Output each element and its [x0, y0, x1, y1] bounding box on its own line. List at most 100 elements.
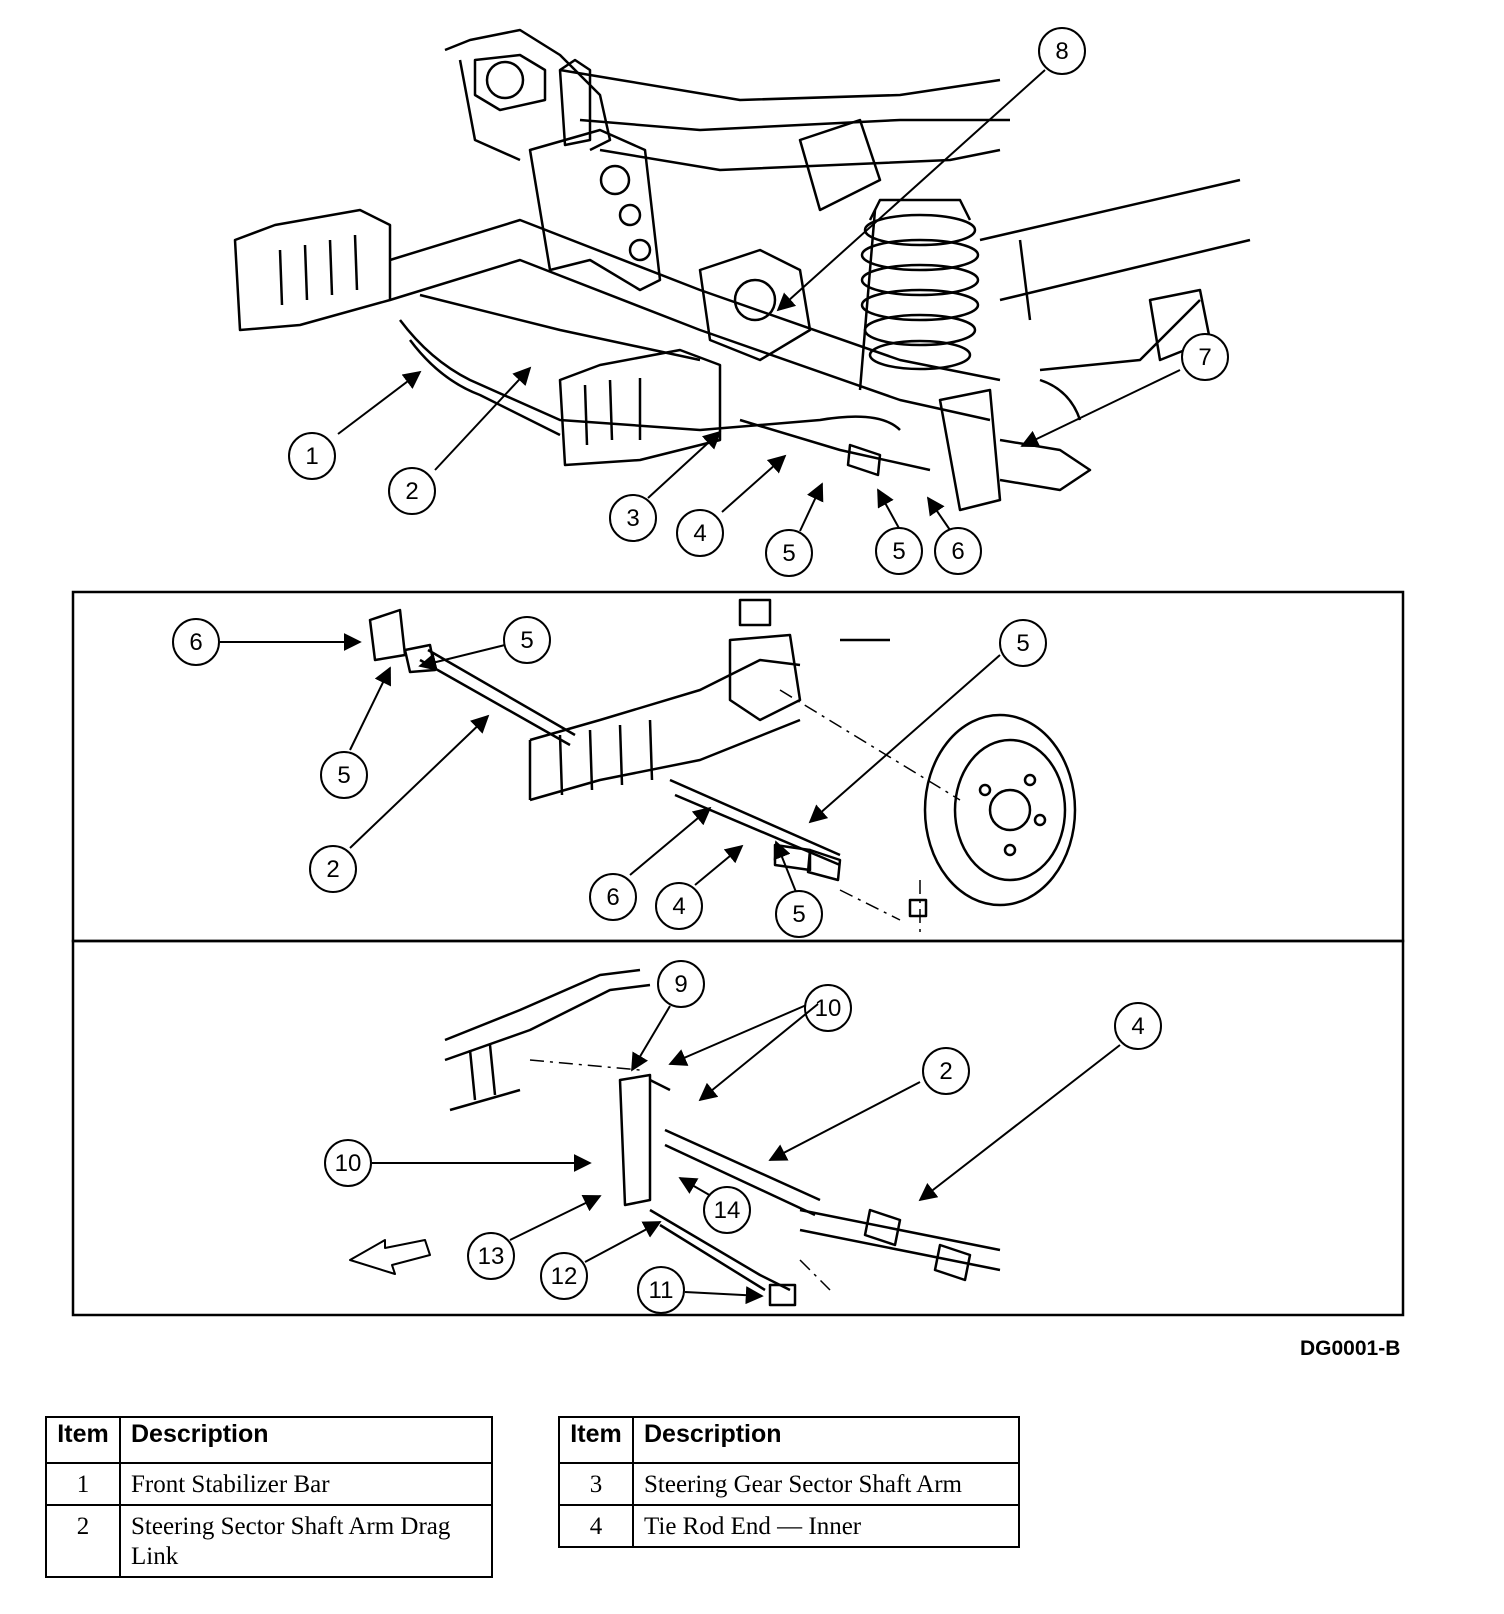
table-row: 2 Steering Sector Shaft Arm Drag Link [45, 1504, 493, 1578]
leader-line [877, 488, 901, 531]
callout-circle [804, 984, 852, 1032]
callout-number: 10 [815, 995, 842, 1022]
callout-bottom-10: 10 [324, 1139, 592, 1187]
callout-circle [320, 751, 368, 799]
callout-circle [934, 527, 982, 575]
callout-bottom-10: 10 [668, 984, 852, 1066]
leader-line [337, 370, 422, 435]
callout-middle-5: 5 [418, 616, 551, 671]
leader-line [418, 644, 506, 671]
callout-bottom-4: 4 [918, 1002, 1162, 1202]
leader-line [629, 806, 712, 876]
callout-middle-4: 4 [655, 844, 744, 930]
callout-number: 5 [520, 627, 533, 654]
callout-number: 2 [326, 856, 339, 883]
callout-circle [609, 494, 657, 542]
description-header: Description [119, 1416, 493, 1464]
figure-code: DG0001-B [1300, 1337, 1401, 1360]
callout-number: 13 [478, 1243, 505, 1270]
callout-top-5: 5 [765, 482, 824, 577]
leader-line [926, 496, 951, 531]
callout-number: 11 [649, 1277, 674, 1304]
callout-bottom-11: 11 [637, 1266, 764, 1314]
legend-table-left: Item Description 1 Front Stabilizer Bar … [45, 1416, 493, 1578]
leader-line [684, 1286, 764, 1305]
callout-top-8: 8 [776, 27, 1086, 312]
callout-top-6: 6 [926, 496, 982, 575]
callout-circle [875, 527, 923, 575]
leader-line [647, 430, 722, 499]
callout-number: 2 [939, 1058, 952, 1085]
item-header: Item [45, 1416, 121, 1464]
callout-bottom-14: 14 [678, 1177, 751, 1234]
item-number: 4 [558, 1504, 634, 1548]
callout-number: 5 [792, 901, 805, 928]
callout-top-1: 1 [288, 370, 422, 480]
callout-circle [922, 1047, 970, 1095]
callout-circle [999, 619, 1047, 667]
item-description: Tie Rod End — Inner [632, 1504, 1020, 1548]
callout-number: 9 [674, 971, 687, 998]
item-number: 1 [45, 1462, 121, 1506]
leader-line [918, 1044, 1121, 1202]
callout-circle [1038, 27, 1086, 75]
callout-number: 6 [951, 538, 964, 565]
callout-bottom-9: 9 [631, 960, 705, 1072]
callout-number: 4 [1131, 1013, 1144, 1040]
top-view-drawing [233, 28, 1251, 512]
callout-middle-5: 5 [320, 666, 391, 799]
callout-number: 5 [337, 762, 350, 789]
callout-circle [540, 1252, 588, 1300]
callout-top-4: 4 [676, 454, 787, 557]
callout-circle [703, 1186, 751, 1234]
callout-circle [503, 616, 551, 664]
callout-middle-6: 6 [589, 806, 712, 921]
callout-middle-5: 5 [773, 840, 823, 938]
callout-circle [765, 529, 813, 577]
leader-line [768, 1081, 921, 1161]
callout-number: 1 [305, 443, 318, 470]
leader-line [668, 999, 819, 1066]
callout-number: 5 [892, 538, 905, 565]
callout-circle [1181, 333, 1229, 381]
item-number: 3 [558, 1462, 634, 1506]
bottom-panel-frame [71, 939, 1405, 1317]
callout-circle [172, 618, 220, 666]
leader-line [584, 1221, 662, 1263]
callout-number: 5 [782, 540, 795, 567]
middle-panel-frame [71, 590, 1405, 943]
table-row: 4 Tie Rod End — Inner [558, 1504, 1020, 1548]
leader-line [349, 714, 490, 849]
callout-number: 14 [714, 1197, 741, 1224]
leader-line [694, 844, 744, 886]
callout-circle [388, 467, 436, 515]
item-description: Steering Sector Shaft Arm Drag Link [119, 1504, 493, 1578]
bottom-view-drawing [349, 968, 1001, 1307]
callout-top-7: 7 [1020, 333, 1229, 448]
item-header: Item [558, 1416, 634, 1464]
callout-number: 3 [626, 505, 639, 532]
leader-line [799, 482, 824, 532]
callout-number: 6 [606, 884, 619, 911]
middle-view-drawing [368, 598, 1077, 935]
table-row: 1 Front Stabilizer Bar [45, 1462, 493, 1506]
callout-bottom-2: 2 [768, 1047, 970, 1161]
leader-line [631, 1005, 671, 1072]
callout-number: 4 [672, 893, 685, 920]
leader-line [698, 1003, 819, 1102]
callout-circle [1114, 1002, 1162, 1050]
leader-line [1020, 369, 1181, 448]
callout-circle [775, 890, 823, 938]
item-description: Steering Gear Sector Shaft Arm [632, 1462, 1020, 1506]
callout-number: 7 [1198, 344, 1211, 371]
callout-bottom-12: 12 [540, 1221, 662, 1300]
callout-circle [288, 432, 336, 480]
leader-line [434, 366, 532, 471]
callout-middle-5: 5 [808, 619, 1047, 824]
callout-circle [657, 960, 705, 1008]
callout-circle [655, 882, 703, 930]
callout-number: 8 [1055, 38, 1068, 65]
callout-circle [589, 873, 637, 921]
